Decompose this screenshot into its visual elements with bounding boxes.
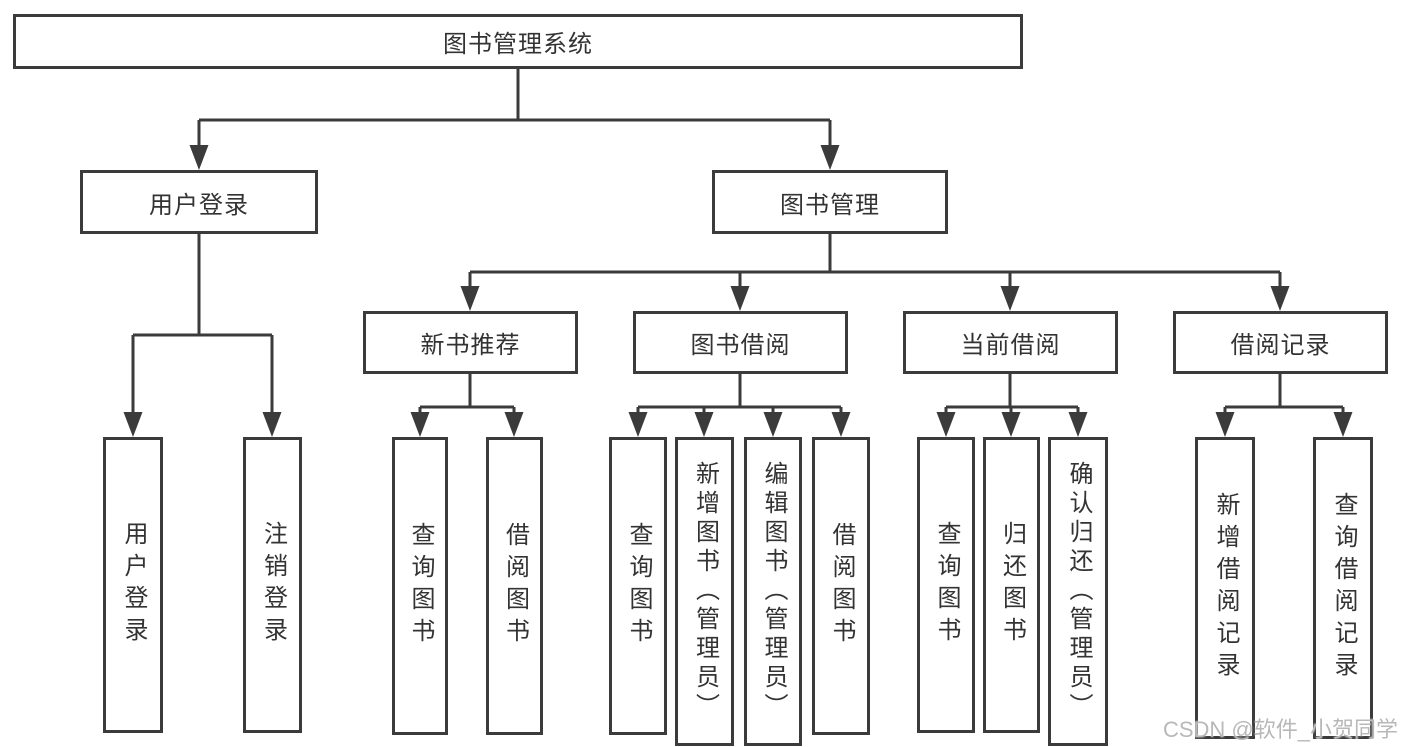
connector-book-borrow-to-leaves xyxy=(636,374,843,415)
node-leaf-user-login-label: 用户登录 xyxy=(120,521,147,649)
node-leaf-query-books-1-label: 查询图书 xyxy=(407,522,434,650)
connector-root-to-level2 xyxy=(197,69,832,147)
node-book-management-branch-label: 图书管理 xyxy=(780,191,880,219)
connector-current-borrow-to-leaves xyxy=(944,374,1080,415)
node-leaf-edit-book-admin: 编辑图书（管理员） xyxy=(744,437,802,746)
node-leaf-query-books-1: 查询图书 xyxy=(392,437,448,735)
node-leaf-query-books-3: 查询图书 xyxy=(917,437,975,733)
node-book-borrow-section: 图书借阅 xyxy=(633,311,848,374)
node-current-borrow-section: 当前借阅 xyxy=(903,311,1118,374)
node-book-management-branch: 图书管理 xyxy=(712,170,948,234)
arrowhead-icons xyxy=(123,145,1353,437)
node-leaf-confirm-return-admin: 确认归还（管理员） xyxy=(1048,437,1108,746)
connector-borrow-records-to-leaves xyxy=(1223,374,1345,415)
node-leaf-query-borrow-record-label: 查询借阅记录 xyxy=(1330,492,1357,684)
node-leaf-confirm-return-admin-label: 确认归还（管理员） xyxy=(1065,461,1092,722)
connector-user-login-to-leaves xyxy=(131,234,274,414)
node-leaf-edit-book-admin-label: 编辑图书（管理员） xyxy=(760,461,787,722)
connector-book-management-to-level3 xyxy=(468,234,1282,288)
node-leaf-return-book-label: 归还图书 xyxy=(998,521,1026,649)
node-user-login-branch-label: 用户登录 xyxy=(149,191,249,219)
connector-new-book-to-leaves xyxy=(418,374,516,415)
node-leaf-borrow-books-2-label: 借阅图书 xyxy=(828,522,855,650)
node-leaf-return-book: 归还图书 xyxy=(983,437,1040,733)
node-leaf-query-books-3-label: 查询图书 xyxy=(933,521,960,649)
node-leaf-borrow-books-2: 借阅图书 xyxy=(812,437,870,735)
node-leaf-add-borrow-record-label: 新增借阅记录 xyxy=(1212,492,1239,684)
node-leaf-logout: 注销登录 xyxy=(243,437,302,733)
node-leaf-logout-label: 注销登录 xyxy=(259,521,287,649)
node-new-book-section: 新书推荐 xyxy=(363,311,578,374)
node-new-book-section-label: 新书推荐 xyxy=(420,332,521,359)
node-leaf-user-login: 用户登录 xyxy=(103,437,163,733)
node-root-label: 图书管理系统 xyxy=(443,31,593,58)
node-book-borrow-section-label: 图书借阅 xyxy=(690,332,791,359)
node-leaf-add-borrow-record: 新增借阅记录 xyxy=(1195,437,1255,739)
node-borrow-records-section-label: 借阅记录 xyxy=(1230,332,1331,359)
csdn-watermark: CSDN @软件_小贺同学 xyxy=(1162,717,1398,742)
node-leaf-query-books-2: 查询图书 xyxy=(609,437,667,735)
node-leaf-add-book-admin: 新增图书（管理员） xyxy=(675,437,734,746)
node-current-borrow-section-label: 当前借阅 xyxy=(960,332,1061,359)
node-leaf-borrow-books-1: 借阅图书 xyxy=(486,437,543,735)
node-leaf-query-borrow-record: 查询借阅记录 xyxy=(1313,437,1373,739)
node-root: 图书管理系统 xyxy=(13,14,1023,69)
node-leaf-borrow-books-1-label: 借阅图书 xyxy=(501,522,529,650)
node-borrow-records-section: 借阅记录 xyxy=(1173,311,1388,374)
node-leaf-add-book-admin-label: 新增图书（管理员） xyxy=(691,461,719,722)
node-user-login-branch: 用户登录 xyxy=(80,170,318,234)
node-leaf-query-books-2-label: 查询图书 xyxy=(625,522,652,650)
